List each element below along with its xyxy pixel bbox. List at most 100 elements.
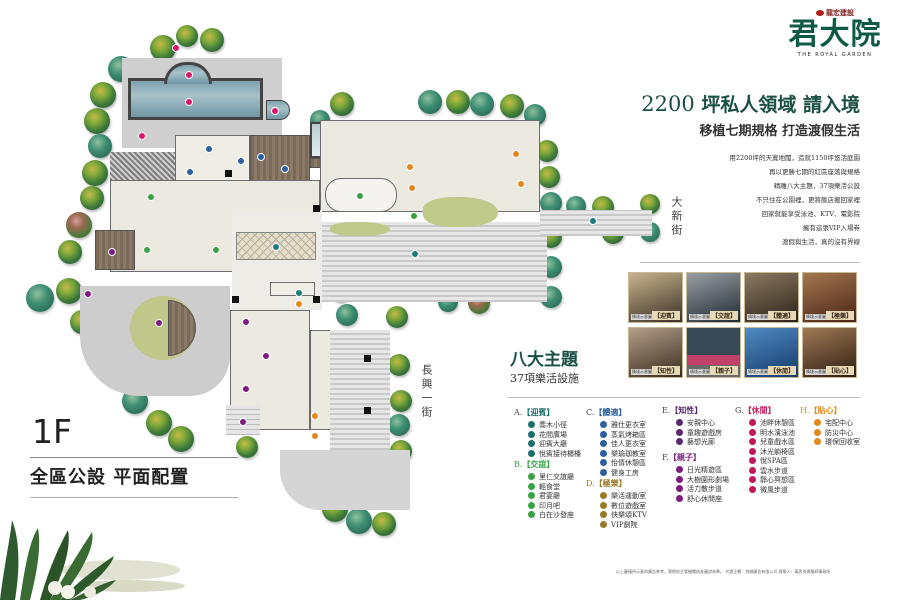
legend-group-d: D.【極樂】 樂活運動室 數位遊戲室 快樂頌KTV VIP劇院 [586,478,647,530]
legend-item: 宅配中心 [814,419,860,429]
facility-marker[interactable] [239,418,247,426]
photo-tag: 情境示意圖 [689,369,711,375]
legend-item: 明水濱泳池 [749,428,795,439]
facility-marker[interactable] [242,318,250,326]
theme-photo[interactable]: 情境示意圖【體適】 [744,272,799,323]
theme-photo[interactable]: 情境示意圖【極樂】 [802,272,857,323]
legend-item-label: 里仁交誼廳 [539,473,574,481]
developer-name: 龍宏建設 [780,8,890,18]
swimming-pool [128,78,263,120]
facility-marker[interactable] [262,352,270,360]
intro-line: 擁有這張VIP入場券 [802,224,860,232]
tree-icon [26,284,54,312]
theme-photo[interactable]: 情境示意圖【迎賓】 [628,272,683,323]
facility-marker[interactable] [408,184,416,192]
legend-item: 花間廣場 [528,430,581,441]
legend-item-label: 花間廣場 [539,430,567,439]
marker-icon [814,428,821,436]
legend-item-label: 活力散步道 [687,485,722,493]
legend-item-label: 舒心休閒座 [687,494,722,503]
facility-marker[interactable] [143,246,151,254]
facility-marker[interactable] [406,163,414,171]
photo-caption: 【極樂】 [825,311,854,320]
marker-icon [528,501,535,509]
facility-marker[interactable] [212,246,220,254]
legend-item-label: 白在沙發座 [539,511,574,519]
facility-marker[interactable] [512,150,520,158]
themes-heading: 八大主題 37項樂活設施 [510,345,579,386]
facility-marker[interactable] [411,250,419,258]
facility-marker[interactable] [84,290,92,298]
legend-item: 微風步道 [749,485,795,496]
facility-marker[interactable] [205,145,213,153]
marker-icon [749,428,756,436]
legend-item: 樂瑜珈教室 [600,449,646,460]
intro-line: 再以更勝七期的紅區座落與規格 [769,168,860,176]
facility-marker[interactable] [108,248,116,256]
group-letter: F. [662,453,669,462]
facility-marker[interactable] [281,165,289,173]
tree-icon [446,90,470,114]
legend-item: 里仁交誼廳 [528,473,574,483]
group-letter: A. [514,408,523,417]
themes-subtitle: 37項樂活設施 [510,372,579,385]
legend-item-label: 明水濱泳池 [760,428,795,437]
facility-marker[interactable] [410,212,418,220]
legend-item: 藝想光廊 [676,438,722,448]
marker-icon [528,492,535,499]
legend-item-label: 蒸氣烤箱區 [611,430,646,439]
project-english-name: THE ROYAL GARDEN [797,52,873,58]
theme-photo[interactable]: 情境示意圖【貼心】 [802,327,857,378]
plant-decoration-icon [0,520,185,600]
project-name: 君大院 [788,17,882,52]
legend-item: 童趣遊戲房 [676,428,722,439]
group-letter: C. [586,408,595,417]
facility-marker[interactable] [155,319,163,327]
group-name: 【貼心】 [809,405,842,415]
theme-photo[interactable]: 情境示意圖【休閒】 [744,327,799,378]
facility-marker[interactable] [356,192,364,200]
facility-marker[interactable] [272,243,280,251]
marker-icon [600,421,607,428]
facility-marker[interactable] [295,300,303,308]
brand-logo: 龍宏建設 君大院 THE ROYAL GARDEN [780,8,890,58]
legend-group-header: B.【交誼】 [514,459,574,470]
tree-icon [84,108,110,134]
facility-marker[interactable] [186,168,194,176]
facility-marker[interactable] [271,107,279,115]
tree-icon [540,192,562,214]
facility-marker[interactable] [517,180,525,188]
photo-tag: 情境示意圖 [805,314,827,320]
tree-icon [640,194,660,214]
facility-marker[interactable] [147,193,155,201]
legend-group-header: G.【休閒】 [735,405,795,416]
legend-group-a: A.【迎賓】 喬木小徑 花間廣場 迎賓大廳 悅賓接待櫃檯 [514,407,581,459]
legend-group-b: B.【交誼】 里仁交誼廳 輕食堂 君宴廳 印月吧 白在沙發座 [514,459,574,521]
group-letter: D. [586,479,595,488]
facility-marker[interactable] [311,412,319,420]
theme-photo[interactable]: 情境示意圖【親子】 [686,327,741,378]
tree-icon [146,410,172,436]
marker-icon [600,511,607,518]
facility-marker[interactable] [311,432,319,440]
facility-marker[interactable] [172,44,180,52]
photo-tag: 情境示意圖 [747,369,769,375]
facility-marker[interactable] [257,153,265,161]
column [364,355,371,362]
facility-marker[interactable] [185,71,193,79]
tree-icon [470,92,494,116]
legend-item-label: 樂瑜珈教室 [611,449,646,458]
theme-photo[interactable]: 情境示意圖【交誼】 [686,272,741,323]
facility-marker[interactable] [242,385,250,393]
legend-group-header: H.【貼心】 [800,405,860,416]
driveway [330,330,390,450]
marker-icon [528,440,535,447]
facility-marker[interactable] [237,157,245,165]
theme-photo[interactable]: 情境示意圖【知性】 [628,327,683,378]
tree-icon [56,278,82,304]
legend-group-c: C.【體適】 雅仕更衣室 蒸氣烤箱區 佳人更衣室 樂瑜珈教室 怡情休憩區 健身工… [586,407,646,478]
facility-marker[interactable] [295,289,303,297]
facility-marker[interactable] [185,98,193,106]
facility-marker[interactable] [138,132,146,140]
facility-marker[interactable] [589,217,597,225]
